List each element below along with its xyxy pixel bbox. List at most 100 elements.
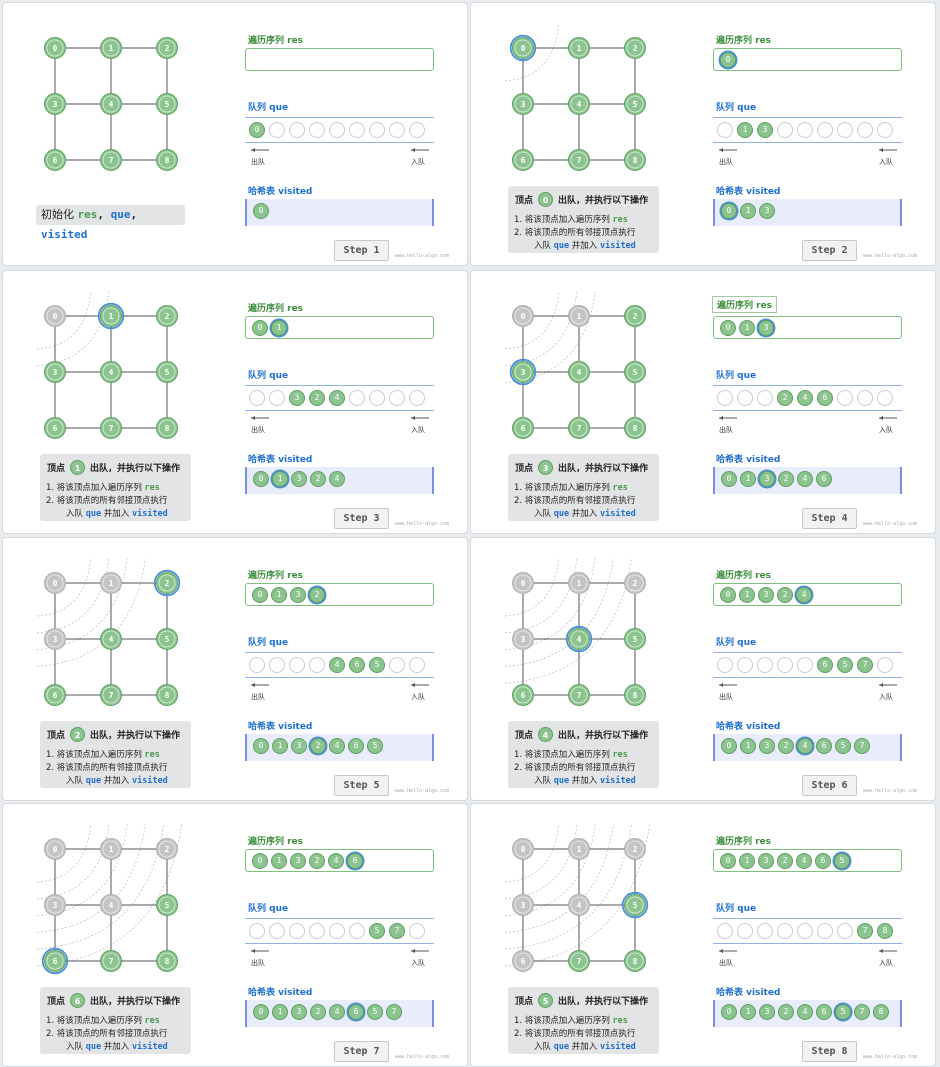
node-circle: [44, 950, 66, 972]
node-label: 5: [633, 635, 638, 644]
res-item: 2: [309, 587, 325, 603]
node-inner-ring: [570, 151, 588, 169]
node-circle: [44, 361, 66, 383]
traversal-arc: [36, 557, 110, 634]
visited-item: 3: [759, 738, 775, 754]
queue-slot: [389, 390, 405, 406]
caption-line-1: 1. 将该顶点加入遍历序列 res: [514, 748, 628, 760]
caption-line-2: 2. 将该顶点的所有邻接顶点执行: [46, 761, 167, 773]
enqueue-label: 入队: [879, 959, 893, 967]
enqueue-arrow-head: [411, 949, 415, 953]
queue-slot: [837, 122, 853, 138]
queue-slot: [717, 122, 733, 138]
node-inner-ring: [570, 39, 588, 57]
node-circle: [512, 950, 534, 972]
caption-title-prefix: 顶点: [47, 997, 66, 1007]
node-circle: [624, 93, 646, 115]
queue-slot: [717, 923, 733, 939]
step-button[interactable]: Step 7: [334, 1041, 389, 1062]
enqueue-arrow-head: [411, 683, 415, 687]
visited-item: 4: [797, 738, 813, 754]
node-inner-ring: [158, 307, 176, 325]
queue-slot: [797, 122, 813, 138]
queue-slot: [717, 657, 733, 673]
step-button[interactable]: Step 5: [334, 775, 389, 796]
node-circle: [624, 305, 646, 327]
queue-item: 5: [369, 657, 385, 673]
step-button[interactable]: Step 3: [334, 508, 389, 529]
node-circle: [624, 684, 646, 706]
graph-node-6: 6: [512, 950, 534, 972]
queue-slot: [777, 923, 793, 939]
node-inner-ring: [570, 840, 588, 858]
caption-text: 1. 将该顶点加入遍历序列: [46, 750, 145, 760]
node-circle: [44, 305, 66, 327]
queue-slot: [289, 657, 305, 673]
node-inner-ring: [102, 363, 120, 381]
step-button[interactable]: Step 2: [802, 240, 857, 261]
step-button[interactable]: Step 6: [802, 775, 857, 796]
visited-item: 0: [253, 471, 269, 487]
visited-item: 2: [310, 738, 326, 754]
graph-node-8: 8: [624, 684, 646, 706]
visited-item: 0: [253, 203, 269, 219]
caption-text: 入队: [66, 509, 86, 519]
visited-title: 哈希表 visited: [248, 988, 313, 998]
traversal-arc: [36, 823, 92, 883]
queue-slot: [249, 657, 265, 673]
graph-node-1: 1: [568, 572, 590, 594]
node-inner-ring: [514, 39, 532, 57]
visited-item: 4: [329, 738, 345, 754]
graph-node-1: 1: [100, 37, 122, 59]
traversal-arc: [504, 290, 560, 350]
queue-item: 2: [777, 390, 793, 406]
node-circle: [44, 149, 66, 171]
graph-node-0: 0: [512, 572, 534, 594]
node-circle: [512, 628, 534, 650]
node-circle: [44, 628, 66, 650]
queue-slot: [289, 923, 305, 939]
graph-node-2: 2: [156, 37, 178, 59]
graph-node-4: 4: [568, 894, 590, 916]
node-inner-ring: [626, 686, 644, 704]
node-inner-ring: [626, 307, 644, 325]
step-button[interactable]: Step 8: [802, 1041, 857, 1062]
que-title: 队列 que: [248, 904, 289, 914]
node-inner-ring: [514, 151, 532, 169]
traversal-arc: [504, 823, 560, 883]
watermark: www.hello-algo.com: [863, 1054, 918, 1060]
node-circle: [156, 93, 178, 115]
dequeue-arrow-head: [251, 148, 255, 152]
caption-title-suffix: 出队，并执行以下操作: [558, 997, 649, 1007]
visited-item: 4: [797, 1004, 813, 1020]
node-label: 0: [521, 312, 526, 321]
step-button[interactable]: Step 1: [334, 240, 389, 261]
queue-slot: [329, 923, 345, 939]
node-label: 5: [165, 368, 170, 377]
queue-slot: [877, 122, 893, 138]
node-label: 0: [521, 44, 526, 53]
queue-item: 7: [389, 923, 405, 939]
graph-node-0: 0: [44, 572, 66, 594]
visited-item: 6: [816, 738, 832, 754]
node-label: 1: [109, 579, 114, 588]
step-button[interactable]: Step 4: [802, 508, 857, 529]
queue-slot: [409, 923, 425, 939]
queue-slot: [269, 390, 285, 406]
visited-item: 1: [272, 738, 288, 754]
node-inner-ring: [570, 363, 588, 381]
res-item: 1: [271, 587, 287, 603]
node-label: 4: [577, 100, 582, 109]
vertex-badge: 5: [538, 993, 554, 1008]
caption-line-3: 入队 que 并加入 visited: [66, 507, 168, 519]
dequeue-arrow-head: [251, 416, 255, 420]
node-circle: [568, 361, 590, 383]
caption-text: 1. 将该顶点加入遍历序列: [514, 1016, 613, 1026]
